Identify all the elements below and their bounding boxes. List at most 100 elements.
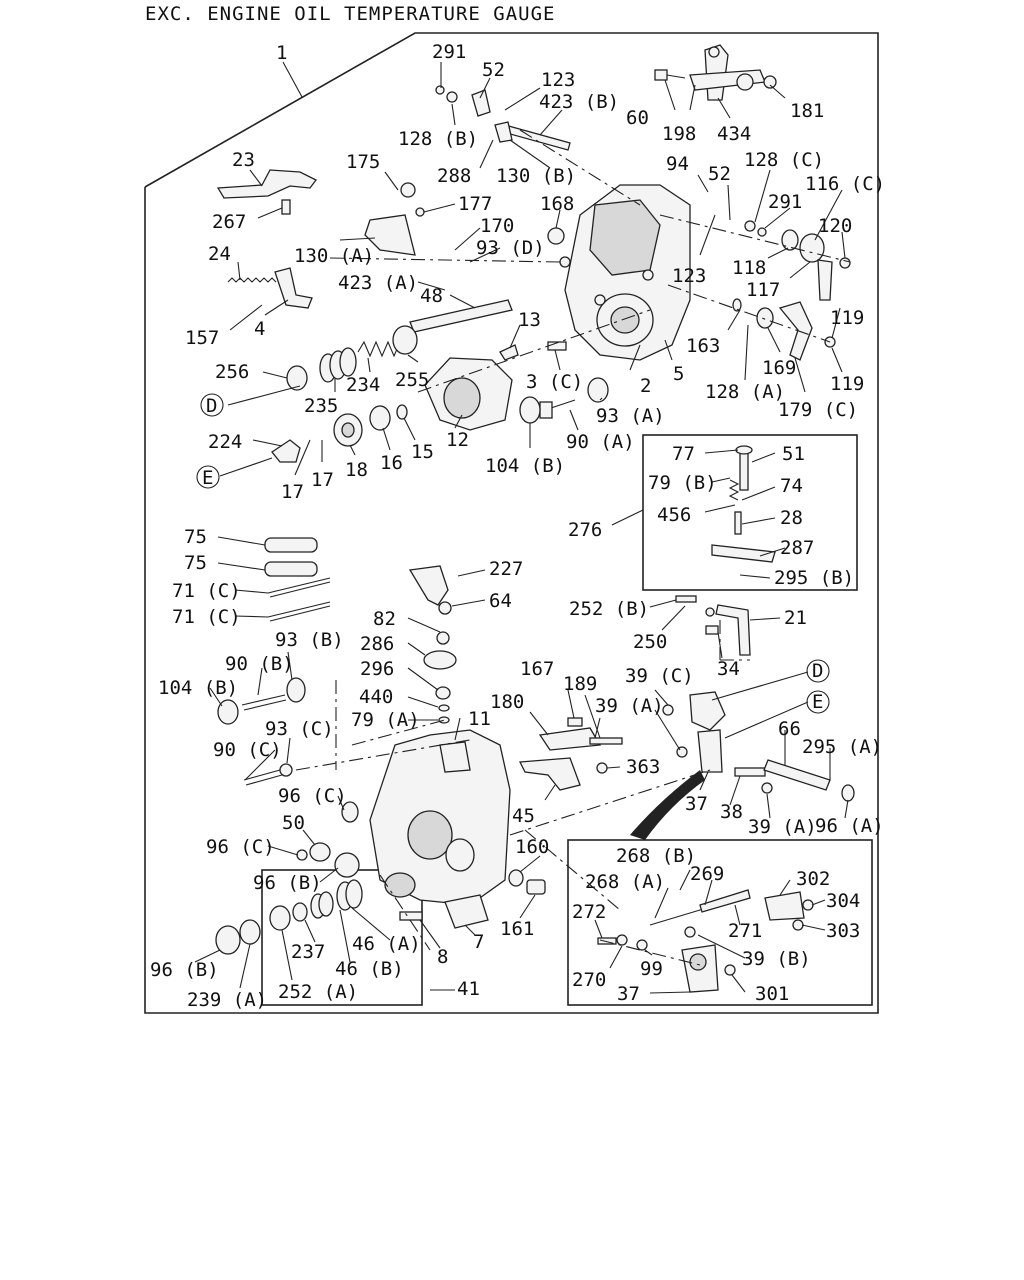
nut-301 xyxy=(724,964,736,976)
shaft-51 xyxy=(735,445,753,491)
part-label: 272 xyxy=(572,901,606,923)
part-label: 51 xyxy=(782,443,805,465)
part-label: 286 xyxy=(360,633,394,655)
nut-177 xyxy=(415,207,425,217)
bolt-34 xyxy=(705,625,719,635)
pin-189 xyxy=(589,737,623,745)
diagram-frame xyxy=(144,32,879,1014)
nut-50 xyxy=(309,842,331,862)
part-label: 79 (A) xyxy=(351,709,420,731)
part-label: 39 (A) xyxy=(595,695,664,717)
part-label: 268 (B) xyxy=(616,845,696,867)
part-label: 16 xyxy=(380,452,403,474)
part-label: 52 xyxy=(482,59,505,81)
part-label: 96 (B) xyxy=(253,872,322,894)
part-label: 23 xyxy=(232,149,255,171)
bracket-37-lower xyxy=(681,944,719,993)
part-label: 168 xyxy=(540,193,574,215)
lever-179c xyxy=(778,301,813,361)
part-label: 296 xyxy=(360,658,394,680)
shaft-423b xyxy=(502,124,571,151)
part-label: 291 xyxy=(768,191,802,213)
part-label: 434 xyxy=(717,123,751,145)
gasket-64 xyxy=(438,601,452,615)
plug-161 xyxy=(526,879,546,895)
part-label: 169 xyxy=(762,357,796,379)
part-label: 5 xyxy=(673,363,684,385)
part-label: 93 (D) xyxy=(476,237,545,259)
spring-74 xyxy=(728,479,740,501)
part-label: 157 xyxy=(185,327,219,349)
washer-96b xyxy=(334,852,360,878)
ref-circle-e-left xyxy=(196,465,220,489)
bracket-227 xyxy=(408,565,449,606)
lever-21 xyxy=(715,604,751,656)
part-label: 11 xyxy=(468,708,491,730)
washer-39b xyxy=(684,926,696,938)
part-label: 270 xyxy=(572,969,606,991)
part-label: 252 (A) xyxy=(278,981,358,1003)
part-label: 45 xyxy=(512,805,535,827)
assembly-centerlines xyxy=(295,129,851,966)
part-label: 64 xyxy=(489,590,512,612)
pin-28 xyxy=(734,511,742,535)
spring-169 xyxy=(756,307,774,329)
seal-239a xyxy=(239,919,261,945)
cap-252a xyxy=(269,905,291,931)
part-label: 363 xyxy=(626,756,660,778)
part-label: 180 xyxy=(490,691,524,713)
plate-286 xyxy=(423,650,457,670)
cover-housing xyxy=(564,184,691,361)
subassembly-box-37 xyxy=(567,839,873,1006)
leader-lines xyxy=(194,61,849,994)
bolt-168 xyxy=(547,227,565,245)
spring-235 xyxy=(319,347,357,383)
part-label: 66 xyxy=(778,718,801,740)
washer-96c-b xyxy=(296,849,308,861)
washer-39a-lower xyxy=(761,782,773,794)
bolt-272 xyxy=(597,937,617,945)
ref-circle-d-left xyxy=(200,393,224,417)
part-label: 123 xyxy=(672,265,706,287)
lever-287 xyxy=(711,544,776,563)
part-label: 12 xyxy=(446,429,469,451)
lever-bracket-d xyxy=(689,691,726,731)
part-label: 93 (B) xyxy=(275,629,344,651)
part-label: 104 (B) xyxy=(158,677,238,699)
ref-circle-e-right xyxy=(806,690,830,714)
nut-291-right xyxy=(757,227,767,237)
fitting-224 xyxy=(271,439,301,463)
pin-38 xyxy=(734,767,766,777)
ring-440 xyxy=(438,704,450,712)
part-label: 71 (C) xyxy=(172,580,241,602)
part-label: 237 xyxy=(291,941,325,963)
part-label: 423 (B) xyxy=(539,91,619,113)
pump-body-11 xyxy=(369,729,511,906)
part-label: 41 xyxy=(457,978,480,1000)
part-label: 295 (A) xyxy=(802,736,882,758)
part-label: 235 xyxy=(304,395,338,417)
part-label: 2 xyxy=(640,375,651,397)
lever-23 xyxy=(216,169,317,215)
part-label: 3 (C) xyxy=(526,371,583,393)
nut-82 xyxy=(436,631,450,645)
part-label: 24 xyxy=(208,243,231,265)
part-label: 175 xyxy=(346,151,380,173)
part-label: 130 (A) xyxy=(294,245,374,267)
washer-128c xyxy=(744,220,756,232)
plate-7 xyxy=(444,894,489,929)
part-label: 52 xyxy=(708,163,731,185)
part-label: D xyxy=(206,395,217,417)
part-label: 440 xyxy=(359,686,393,708)
part-label: 163 xyxy=(686,335,720,357)
sleeve-75a xyxy=(264,537,318,553)
sleeve-75b xyxy=(264,561,318,577)
seal-96b xyxy=(215,925,241,955)
part-label: 60 xyxy=(626,107,649,129)
part-label: 256 xyxy=(215,361,249,383)
washer-128b xyxy=(446,91,458,103)
bushing-93a xyxy=(587,377,609,403)
part-label: 38 xyxy=(720,801,743,823)
part-label: 34 xyxy=(717,658,740,680)
